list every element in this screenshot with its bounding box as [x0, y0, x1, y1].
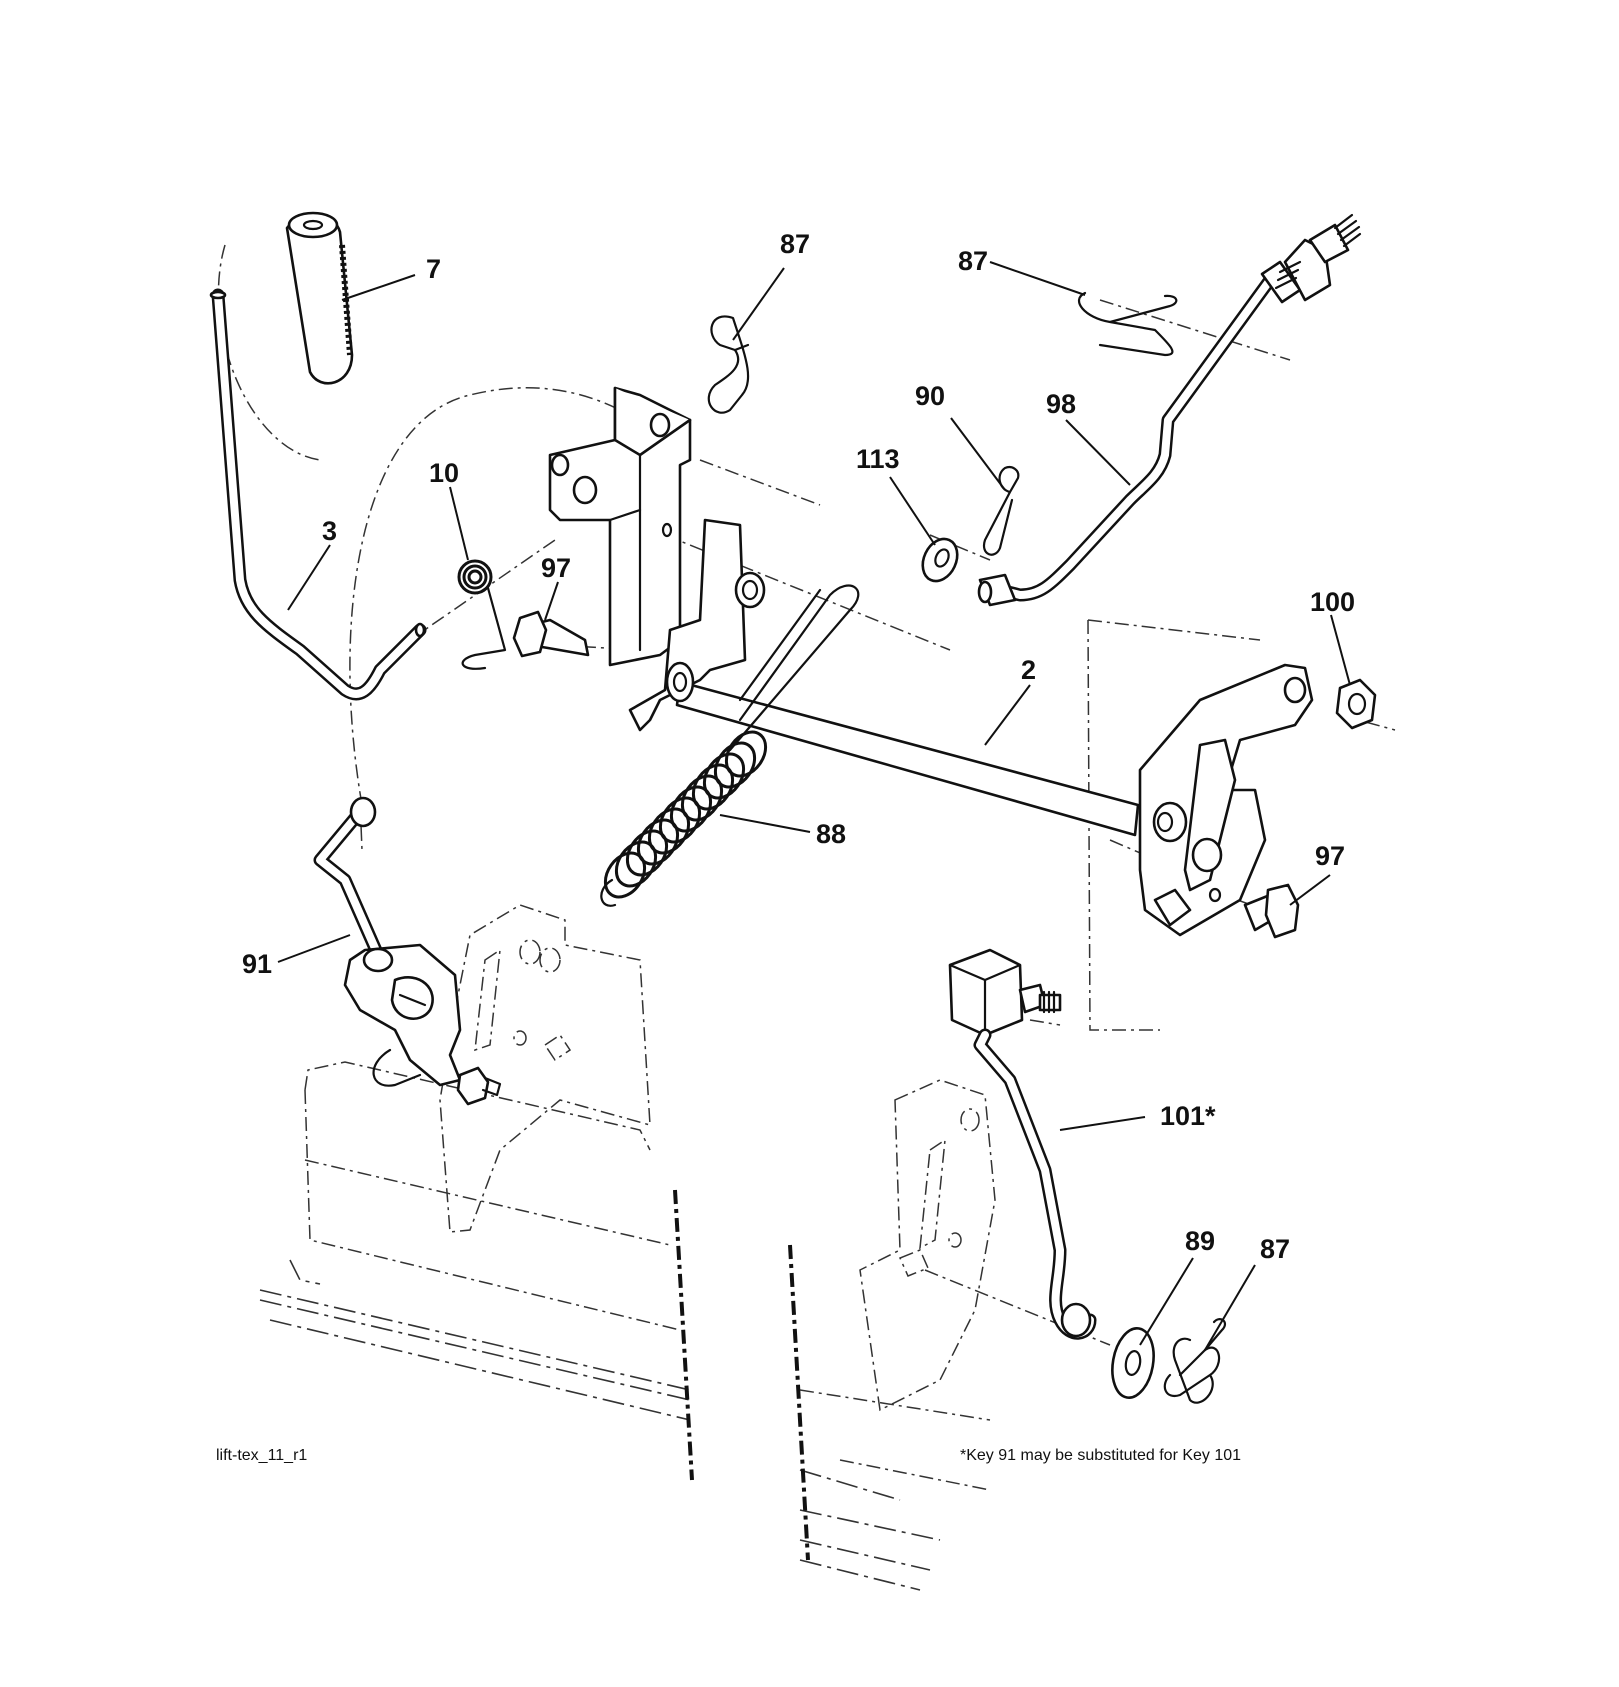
cotter-clip[interactable] — [982, 466, 1020, 556]
lift-bracket — [548, 386, 766, 732]
callout-91: 91 — [242, 949, 272, 979]
callout-3: 3 — [322, 516, 337, 546]
callout-89: 89 — [1185, 1226, 1215, 1256]
hairpin-clip-lower[interactable] — [1163, 1318, 1227, 1404]
lift-arm-assembly — [1138, 663, 1314, 937]
hairpin-clip-top[interactable] — [1078, 291, 1178, 357]
washer-89[interactable] — [1107, 1325, 1159, 1401]
callout-97-lower: 97 — [1315, 841, 1345, 871]
handle-grip[interactable] — [285, 211, 354, 385]
left-mount-plate — [439, 904, 651, 1233]
callout-98: 98 — [1046, 389, 1076, 419]
extension-spring[interactable] — [597, 584, 860, 907]
leader-lines — [277, 261, 1351, 1351]
callout-7: 7 — [426, 254, 441, 284]
lift-link-left[interactable] — [313, 796, 502, 1106]
callout-87-upper-left: 87 — [780, 229, 810, 259]
lift-link-right[interactable] — [948, 948, 1097, 1340]
callout-10: 10 — [429, 458, 459, 488]
callout-100: 100 — [1310, 587, 1355, 617]
right-mount-plate — [859, 1079, 996, 1412]
callout-113: 113 — [856, 444, 900, 474]
washer-113[interactable] — [916, 533, 964, 586]
callout-97-upper: 97 — [541, 553, 571, 583]
lift-handle-rod[interactable] — [209, 288, 427, 701]
callout-2: 2 — [1021, 655, 1036, 685]
bolt-upper[interactable] — [512, 610, 590, 658]
figure-code: lift-tex_11_r1 — [216, 1447, 307, 1464]
callout-90: 90 — [915, 381, 945, 411]
lift-shaft[interactable] — [665, 661, 1140, 837]
torsion-spring[interactable] — [457, 559, 507, 670]
chassis-outline — [259, 1061, 991, 1591]
bolt-lower[interactable] — [1243, 883, 1300, 939]
callout-labels: 7 3 10 97 87 87 90 98 113 100 2 88 97 91… — [242, 229, 1355, 1264]
callout-87-lower-right: 87 — [1260, 1234, 1290, 1264]
footnote: *Key 91 may be substituted for Key 101 — [960, 1447, 1241, 1464]
hairpin-clip-upper[interactable] — [707, 315, 750, 414]
callout-101: 101* — [1160, 1101, 1216, 1131]
callout-88: 88 — [816, 819, 846, 849]
callout-87-top-right: 87 — [958, 246, 988, 276]
lift-link-rod[interactable] — [977, 213, 1362, 607]
hex-nut[interactable] — [1335, 678, 1377, 730]
